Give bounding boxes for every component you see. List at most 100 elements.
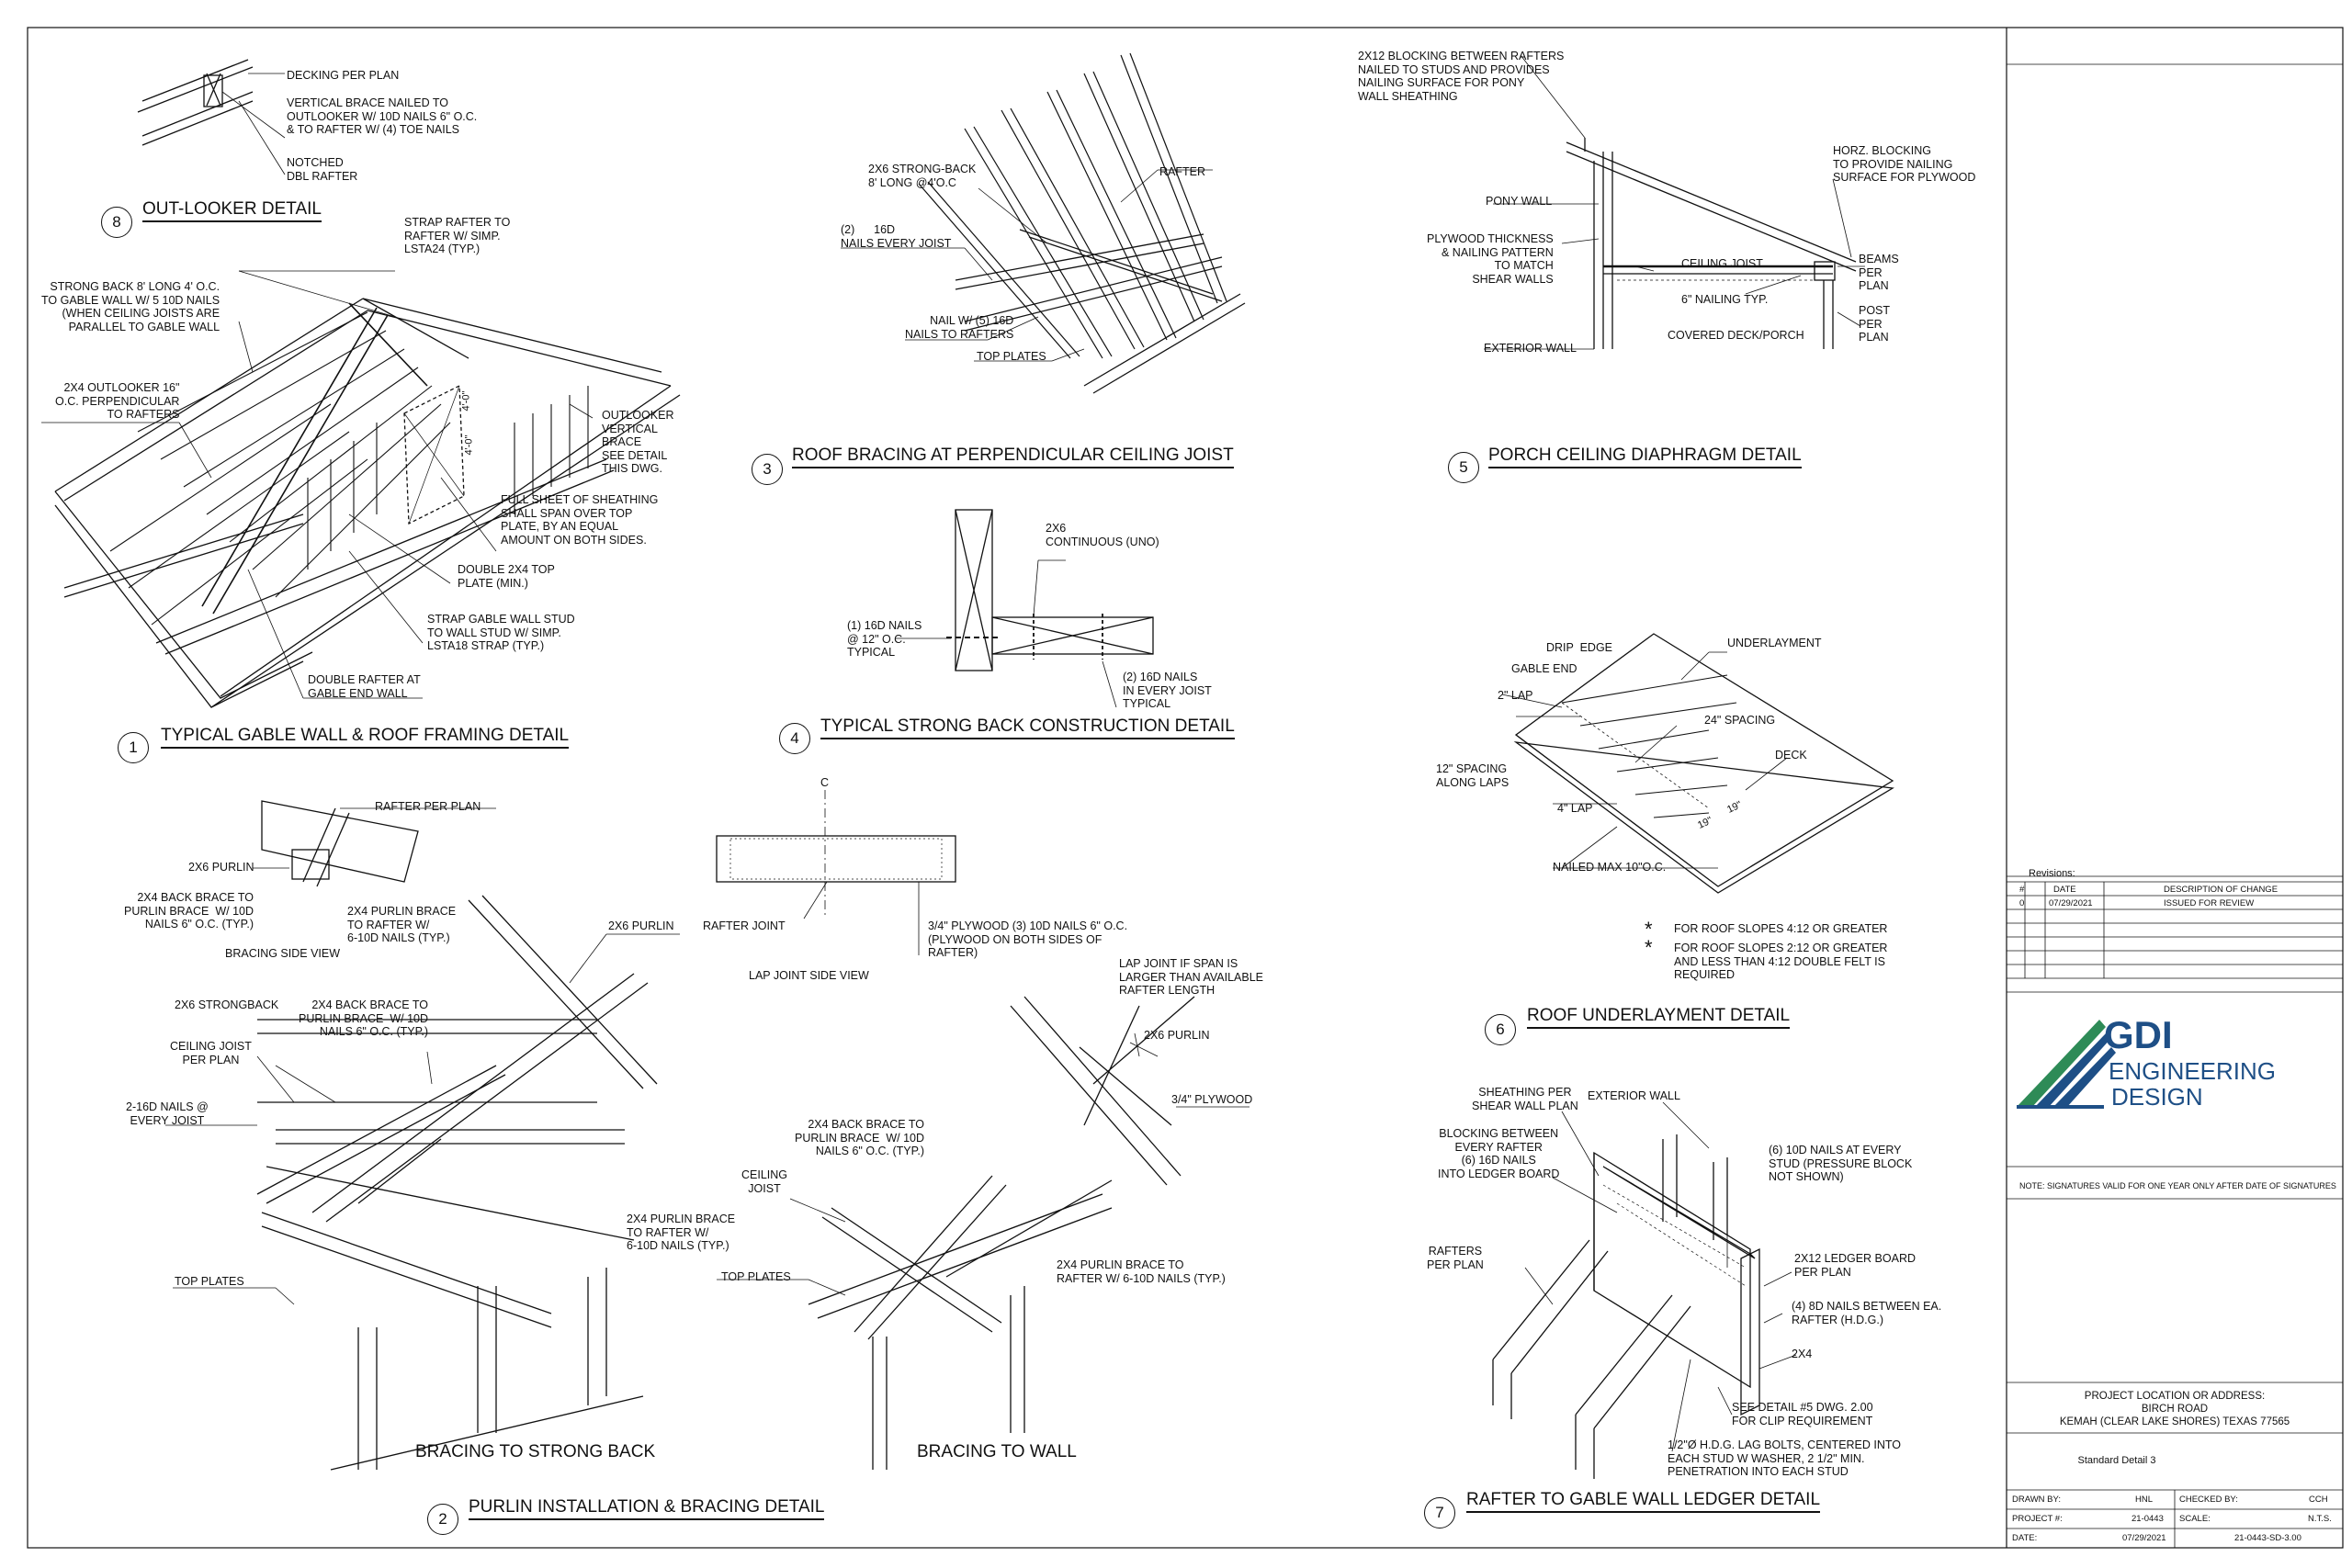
d1-note: DOUBLE 2X4 TOP PLATE (MIN.) xyxy=(458,563,555,590)
d1-note: 2X4 OUTLOOKER 16" O.C. PERPENDICULAR TO … xyxy=(55,381,180,421)
bracing-to-wall-subtitle: BRACING TO WALL xyxy=(917,1442,1077,1461)
d7-note: 1/2"Ø H.D.G. LAG BOLTS, CENTERED INTO EA… xyxy=(1668,1438,1902,1478)
d5-note: CEILING JOIST xyxy=(1681,257,1763,270)
d2-note: 2X4 PURLIN BRACE TO RAFTER W/ 6-10D NAIL… xyxy=(1057,1258,1226,1285)
d2-centerline: C xyxy=(820,776,830,789)
detail-7-title: RAFTER TO GABLE WALL LEDGER DETAIL xyxy=(1466,1490,1821,1513)
d2-note: 2X4 BACK BRACE TO PURLIN BRACE W/ 10D NA… xyxy=(299,998,429,1038)
d2-note: 2X4 BACK BRACE TO PURLIN BRACE W/ 10D NA… xyxy=(124,891,254,931)
asterisk-icon: * xyxy=(1645,918,1653,941)
d5-note: PLYWOOD THICKNESS & NAILING PATTERN TO M… xyxy=(1427,232,1554,286)
sheet-name: Standard Detail 3 xyxy=(2077,1455,2156,1466)
detail-3-title: ROOF BRACING AT PERPENDICULAR CEILING JO… xyxy=(792,446,1234,468)
d5-note: PONY WALL xyxy=(1486,195,1553,208)
detail-5-title: PORCH CEILING DIAPHRAGM DETAIL xyxy=(1488,446,1802,468)
d7-note: RAFTERS PER PLAN xyxy=(1427,1245,1484,1271)
d1-note: FULL SHEET OF SHEATHING SHALL SPAN OVER … xyxy=(501,493,659,547)
checked-by-value: CCH xyxy=(2309,1495,2328,1505)
d1-note: STRAP RAFTER TO RAFTER W/ SIMP. LSTA24 (… xyxy=(404,216,511,255)
detail-number-4: 4 xyxy=(779,723,810,754)
detail-number-5: 5 xyxy=(1448,452,1479,483)
d7-note: 2X4 xyxy=(1792,1348,1813,1360)
d3-note: RAFTER xyxy=(1159,165,1205,178)
detail-2-title: PURLIN INSTALLATION & BRACING DETAIL xyxy=(469,1497,825,1520)
ledger-drawing xyxy=(1492,1101,1797,1479)
date-label: DATE: xyxy=(2012,1533,2038,1543)
outlooker-drawing xyxy=(137,59,286,175)
rev-header-description: DESCRIPTION OF CHANGE xyxy=(2164,885,2278,895)
d7-note: EXTERIOR WALL xyxy=(1588,1089,1680,1102)
gdi-logo-mark xyxy=(2017,1020,2116,1109)
d2-note: 2X6 STRONGBACK xyxy=(175,998,279,1011)
d8-note: DECKING PER PLAN xyxy=(287,69,400,82)
project-no-label: PROJECT #: xyxy=(2012,1514,2063,1524)
d1-note: DOUBLE RAFTER AT GABLE END WALL xyxy=(308,673,421,700)
revisions-label: Revisions: xyxy=(2029,868,2075,879)
d8-note: NOTCHED DBL RAFTER xyxy=(287,156,358,183)
d8-note: VERTICAL BRACE NAILED TO OUTLOOKER W/ 10… xyxy=(287,96,478,136)
d1-note: STRONG BACK 8' LONG 4' O.C. TO GABLE WAL… xyxy=(41,280,220,333)
d5-note: POST PER PLAN xyxy=(1859,304,1891,344)
d2-note: RAFTER JOINT xyxy=(703,919,786,932)
d7-note: (6) 10d NAILS AT EVERY STUD (PRESSURE BL… xyxy=(1769,1144,1913,1183)
rev-header-date: DATE xyxy=(2053,885,2076,895)
detail-8-title: OUT-LOOKER DETAIL xyxy=(142,199,322,222)
title-block-grid xyxy=(2007,63,2343,1548)
d3-note: 2X6 STRONG-BACK 8' LONG @4'O.C xyxy=(868,163,977,189)
d7-note: 2X12 LEDGER BOARD PER PLAN xyxy=(1794,1252,1916,1279)
d7-note: SEE DETAIL #5 DWG. 2.00 FOR CLIP REQUIRE… xyxy=(1732,1401,1873,1427)
detail-number-1: 1 xyxy=(118,732,149,763)
d2-note: 2X4 PURLIN BRACE TO RAFTER W/ 6-10D NAIL… xyxy=(347,905,457,944)
rev-row-description: ISSUED FOR REVIEW xyxy=(2164,898,2255,908)
detail-number-3: 3 xyxy=(752,454,783,485)
d7-note: BLOCKING BETWEEN EVERY RAFTER (6) 16d NA… xyxy=(1438,1127,1560,1180)
porch-ceiling-drawing xyxy=(1484,54,1865,350)
d2-note: 2-16D NAILS @ EVERY JOIST xyxy=(126,1100,209,1127)
detail-6-title: ROOF UNDERLAYMENT DETAIL xyxy=(1527,1006,1791,1029)
detail-number-8: 8 xyxy=(101,207,132,238)
detail-number-2: 2 xyxy=(427,1504,458,1535)
d6-footnote: FOR ROOF SLOPES 2:12 OR GREATER AND LESS… xyxy=(1674,942,1888,981)
d5-note: BEAMS PER PLAN xyxy=(1859,253,1899,292)
drawn-by-value: HNL xyxy=(2135,1495,2154,1505)
d4-note: (1) 16d NAILS @ 12" O.C. TYPICAL xyxy=(847,619,922,659)
bracing-to-strong-back-subtitle: BRACING TO STRONG BACK xyxy=(415,1442,656,1461)
rev-row-num: 0 xyxy=(2019,898,2025,908)
signature-note: NOTE: SIGNATURES VALID FOR ONE YEAR ONLY… xyxy=(2019,1181,2336,1190)
d2-note: CEILING JOIST xyxy=(741,1168,788,1195)
project-location: PROJECT LOCATION OR ADDRESS: BIRCH ROAD … xyxy=(2059,1391,2290,1427)
d2-note: LAP JOINT IF SPAN IS LARGER THAN AVAILAB… xyxy=(1119,957,1264,997)
roof-bracing-drawing xyxy=(841,52,1246,394)
d2-note: 2X4 PURLIN BRACE TO RAFTER W/ 6-10D NAIL… xyxy=(627,1213,736,1252)
d3-note: (2) 16d NAILS EVERY JOIST xyxy=(841,223,952,250)
d6-note: 24" SPACING xyxy=(1704,714,1776,727)
detail-1-title: TYPICAL GABLE WALL & ROOF FRAMING DETAIL xyxy=(161,726,570,749)
d6-note: DECK xyxy=(1775,749,1807,761)
rev-header-num: # xyxy=(2019,885,2025,895)
d6-note: 12" SPACING ALONG LAPS xyxy=(1436,762,1510,789)
d4-note: 2X6 CONTINUOUS (UNO) xyxy=(1046,522,1159,548)
rev-row-date: 07/29/2021 xyxy=(2049,898,2093,908)
gable-wall-drawing xyxy=(41,270,681,708)
logo-text-engineering: ENGINEERING xyxy=(2109,1057,2277,1085)
d4-note: (2) 16d NAILS IN EVERY JOIST TYPICAL xyxy=(1123,671,1212,710)
d2-note: 2X6 PURLIN xyxy=(1144,1029,1210,1042)
d6-note: GABLE END xyxy=(1511,662,1577,675)
d2-note: 2X6 PURLIN xyxy=(188,861,254,874)
d2-note: TOP PLATES xyxy=(175,1275,244,1288)
asterisk-icon: * xyxy=(1645,936,1653,959)
detail-4-title: TYPICAL STRONG BACK CONSTRUCTION DETAIL xyxy=(820,716,1235,739)
scale-label: SCALE: xyxy=(2179,1514,2211,1524)
d2-note: 3/4" PLYWOOD xyxy=(1171,1093,1253,1106)
d3-note: TOP PLATES xyxy=(977,350,1046,363)
d2-note: RAFTER PER PLAN xyxy=(375,800,481,813)
d2-note: BRACING SIDE VIEW xyxy=(225,947,341,960)
d7-note: (4) 8d NAILS BETWEEN EA. RAFTER (H.D.G.) xyxy=(1792,1300,1942,1326)
project-no-value: 21-0443 xyxy=(2132,1514,2164,1524)
strong-back-drawing xyxy=(896,509,1154,708)
logo-text-design: DESIGN xyxy=(2111,1083,2203,1111)
d2-note: 2X6 PURLIN xyxy=(608,919,674,932)
d5-note: 2x12 BLOCKING BETWEEN RAFTERS NAILED TO … xyxy=(1358,50,1565,103)
